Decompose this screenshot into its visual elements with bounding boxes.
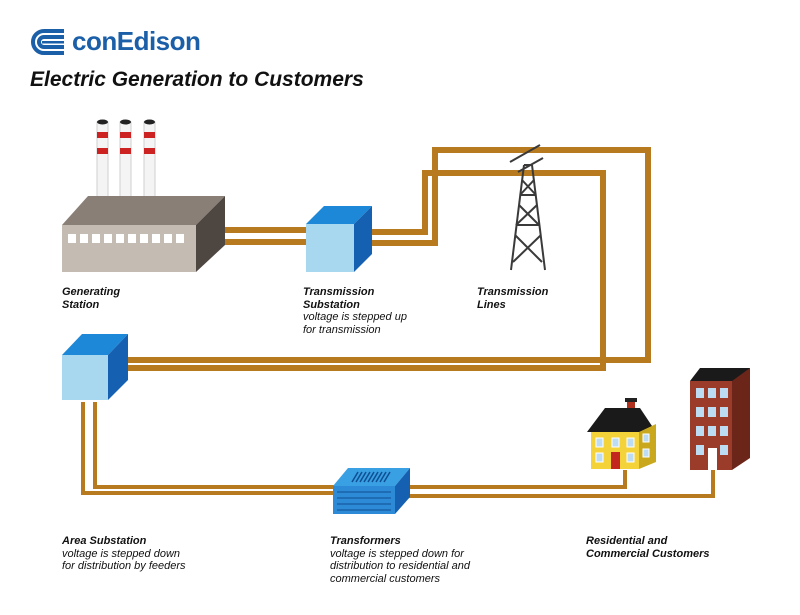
wire-area-to-transformer-1 [81,402,335,495]
area-substation-box [62,334,128,400]
generating-station-name: Generating Station [62,286,121,311]
label-transmission-lines: Transmission Lines [477,286,548,311]
house-graphic [587,398,656,469]
conedison-logo: conEdison [30,26,201,57]
transmission-substation-box [306,206,372,272]
transformer-front-lines [337,491,391,511]
label-transformers: Transformers voltage is stepped down for… [330,535,470,585]
page-title: Electric Generation to Customers [30,68,364,91]
area-substation-description: voltage is stepped down for distribution… [62,547,186,573]
brand-name: conEdison [72,26,201,56]
transformer-vents [351,471,391,483]
transmission-lines-name: Transmission Lines [477,286,549,311]
area-substation-name: Area Substation [62,535,147,547]
wire-area-to-transformer-2 [93,402,335,489]
transformer-graphic [333,468,410,514]
transmission-tower-graphic [509,144,546,271]
wire-transmission-inner [110,170,606,371]
transformers-description: voltage is stepped down for distribution… [330,547,471,585]
building-graphic [690,368,750,470]
power-wires [81,147,715,498]
label-transmission-substation: Transmission Substation voltage is stepp… [303,286,407,336]
label-area-substation: Area Substation voltage is stepped down … [62,535,186,573]
generating-station-graphic [62,119,225,272]
transmission-substation-name: Transmission Substation [303,286,375,311]
wire-to-house [405,470,627,489]
wire-to-building [405,470,715,498]
label-generating-station: Generating Station [62,286,120,311]
conedison-logo-icon [31,28,64,55]
factory-windows [68,234,184,243]
wire-transmission-outer [110,147,651,363]
transmission-substation-description: voltage is stepped up for transmission [303,311,407,336]
label-customers: Residential and Commercial Customers [586,535,710,560]
transformers-name: Transformers [330,535,401,547]
customers-name: Residential and Commercial Customers [586,535,710,560]
